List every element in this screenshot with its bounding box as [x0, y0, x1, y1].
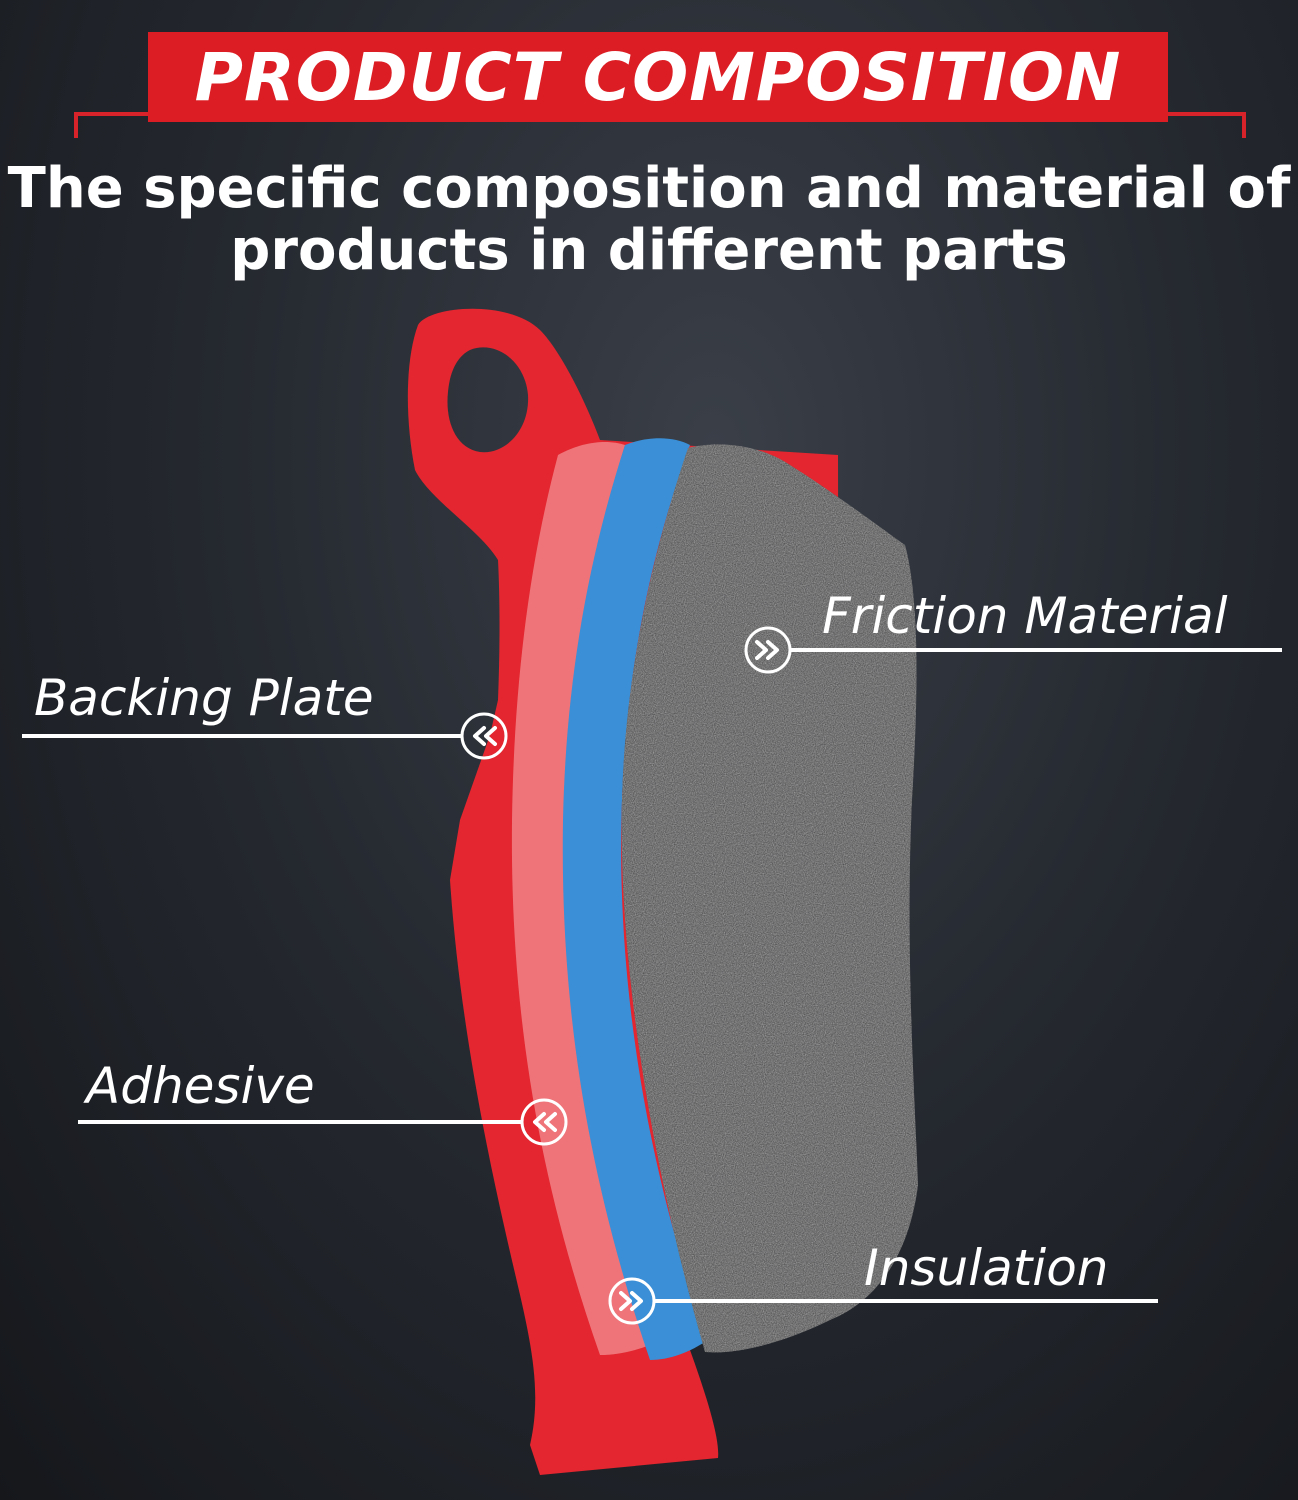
backing-plate-label: Backing Plate	[34, 669, 374, 727]
double-chevron-left-icon	[460, 712, 508, 760]
insulation-layer-shape	[562, 438, 708, 1360]
friction-material-shape	[621, 444, 918, 1353]
double-chevron-left-icon	[520, 1098, 568, 1146]
title-banner: PRODUCT COMPOSITION	[148, 32, 1168, 122]
subtitle: The specific composition and material of…	[0, 158, 1298, 282]
adhesive-label: Adhesive	[86, 1057, 315, 1115]
friction-material-label: Friction Material	[822, 587, 1228, 645]
subtitle-line-2: products in different parts	[230, 218, 1068, 283]
double-chevron-right-icon	[744, 626, 792, 674]
banner-title: PRODUCT COMPOSITION	[194, 38, 1122, 116]
insulation-label: Insulation	[864, 1239, 1109, 1297]
subtitle-line-1: The specific composition and material of	[7, 156, 1291, 221]
double-chevron-right-icon	[608, 1277, 656, 1325]
adhesive-layer-shape	[511, 442, 650, 1355]
